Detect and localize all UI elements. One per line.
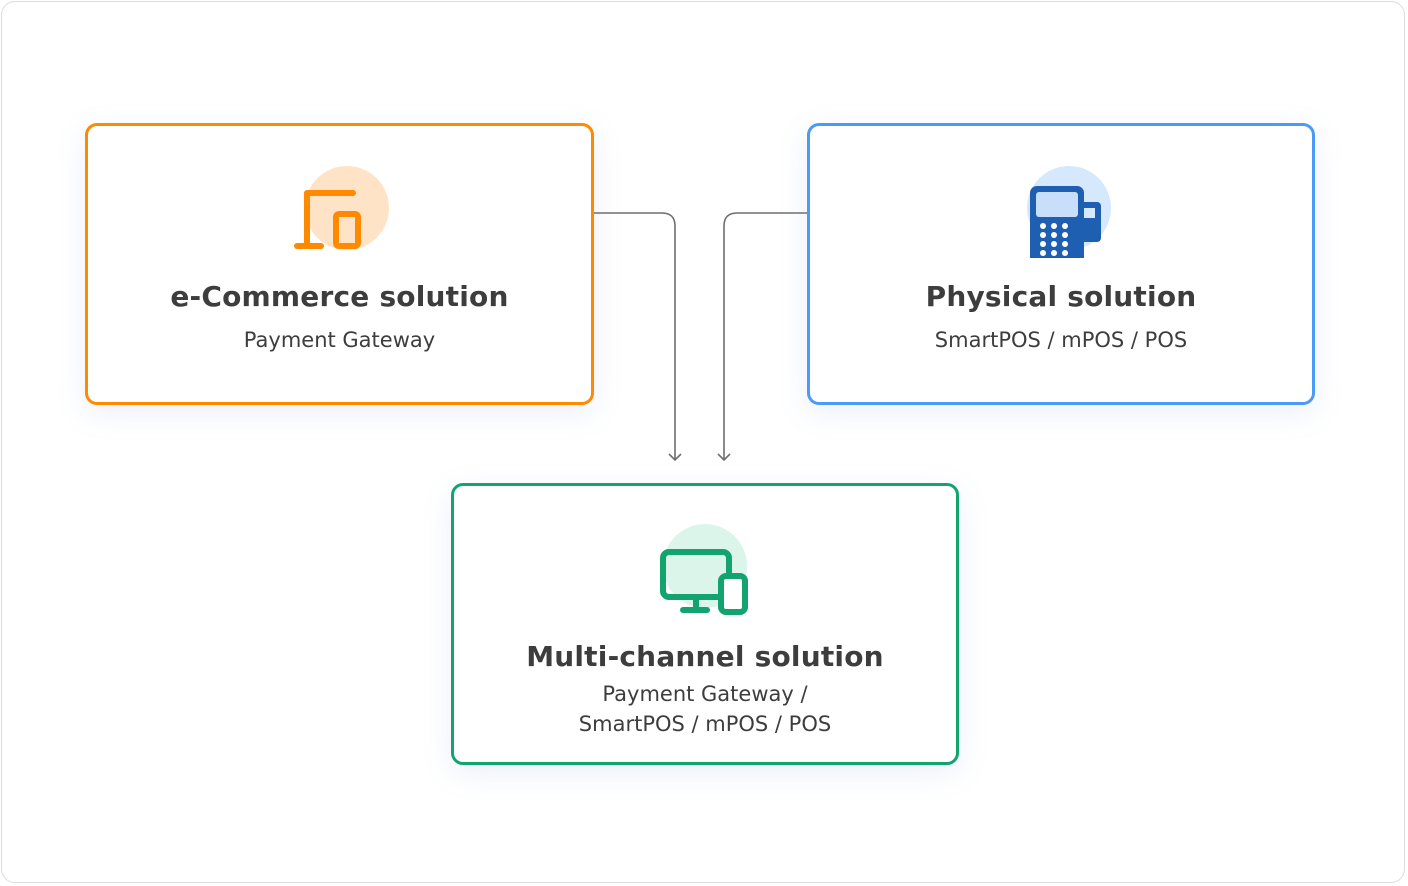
ecommerce-solution-card: e-Commerce solution Payment Gateway — [85, 123, 594, 405]
multichannel-solution-card: Multi-channel solution Payment Gateway /… — [451, 483, 959, 765]
devices-icon — [293, 166, 389, 250]
subtitle-line: SmartPOS / mPOS / POS — [578, 712, 832, 736]
card-title: Physical solution — [925, 280, 1197, 313]
card-subtitle: SmartPOS / mPOS / POS — [810, 325, 1312, 355]
card-subtitle: Payment Gateway — [88, 325, 591, 355]
subtitle-line: SmartPOS / mPOS / POS — [934, 328, 1188, 352]
pos-terminal-icon — [1027, 166, 1111, 258]
card-title: e-Commerce solution — [170, 280, 509, 313]
subtitle-line: Payment Gateway — [243, 328, 436, 352]
monitor-phone-icon — [660, 524, 748, 615]
card-subtitle: Payment Gateway / SmartPOS / mPOS / POS — [454, 679, 956, 739]
physical-solution-card: Physical solution SmartPOS / mPOS / POS — [807, 123, 1315, 405]
card-title: Multi-channel solution — [526, 640, 884, 673]
subtitle-line: Payment Gateway / — [602, 682, 808, 706]
